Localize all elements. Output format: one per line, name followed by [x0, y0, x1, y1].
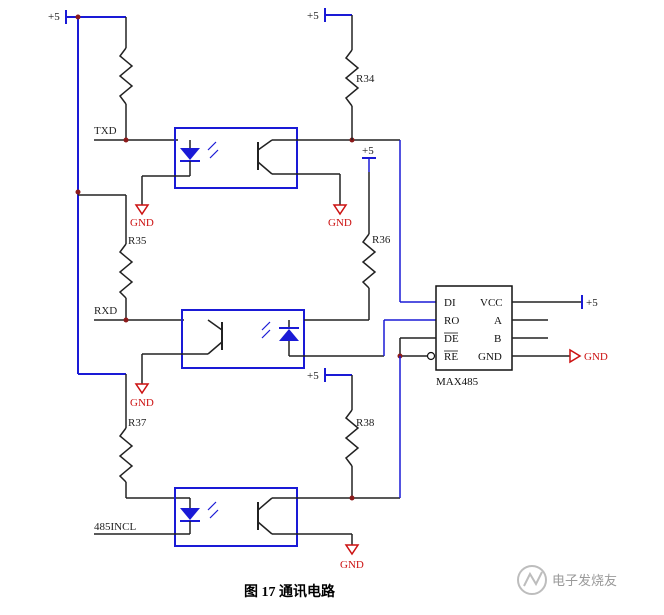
ic-name-label: MAX485 [436, 376, 479, 388]
resistor-r36 [361, 172, 377, 320]
pin-vcc: VCC [480, 297, 503, 309]
pin-b: B [494, 333, 501, 345]
ground-symbol-icon [569, 348, 582, 364]
gnd-label-2: GND [328, 217, 352, 229]
txd-label: TXD [94, 125, 117, 137]
pin-ro: RO [444, 315, 459, 327]
r34-label: R34 [356, 73, 375, 85]
pin-di: DI [444, 297, 456, 309]
rxd-label: RXD [94, 305, 117, 317]
left-power-rail [65, 10, 126, 375]
r37-label: R37 [128, 417, 147, 429]
watermark-text: 电子发烧友 [552, 573, 617, 589]
resistor-r34 [344, 15, 360, 140]
resistor-r35 [118, 195, 134, 320]
optocoupler-top [174, 127, 298, 189]
max485-chip: DI RO DE RE VCC A B GND [435, 285, 513, 371]
resistor-r37 [118, 374, 134, 498]
pin-de: DE [444, 333, 459, 345]
figure-caption: 图 17 通讯电路 [244, 583, 336, 600]
pin-a: A [494, 315, 502, 327]
gnd-label-3: GND [130, 397, 154, 409]
incl-label: 485INCL [94, 521, 136, 533]
resistor-r38 [344, 375, 360, 498]
gnd-label-1: GND [130, 217, 154, 229]
pin-gnd: GND [478, 351, 502, 363]
watermark-logo-icon [517, 565, 547, 595]
vcc-label-r36: +5 [362, 145, 374, 157]
ground-symbol-icon [134, 204, 150, 216]
gnd-label-4: GND [340, 559, 364, 571]
vcc-label-left: +5 [48, 11, 60, 23]
pin-re: RE [444, 351, 458, 363]
r38-label: R38 [356, 417, 375, 429]
vcc-label-r38: +5 [307, 370, 319, 382]
vcc-label-ic: +5 [586, 297, 598, 309]
gnd-label-ic: GND [584, 351, 608, 363]
ground-symbol-icon [344, 544, 360, 556]
optocoupler-middle [181, 309, 305, 369]
r36-label: R36 [372, 234, 391, 246]
r35-label: R35 [128, 235, 147, 247]
ground-symbol-icon [134, 383, 150, 395]
resistor-top-left [118, 17, 134, 140]
vcc-label-top: +5 [307, 10, 319, 22]
optocoupler-bottom [174, 487, 298, 547]
ground-symbol-icon [332, 204, 348, 216]
